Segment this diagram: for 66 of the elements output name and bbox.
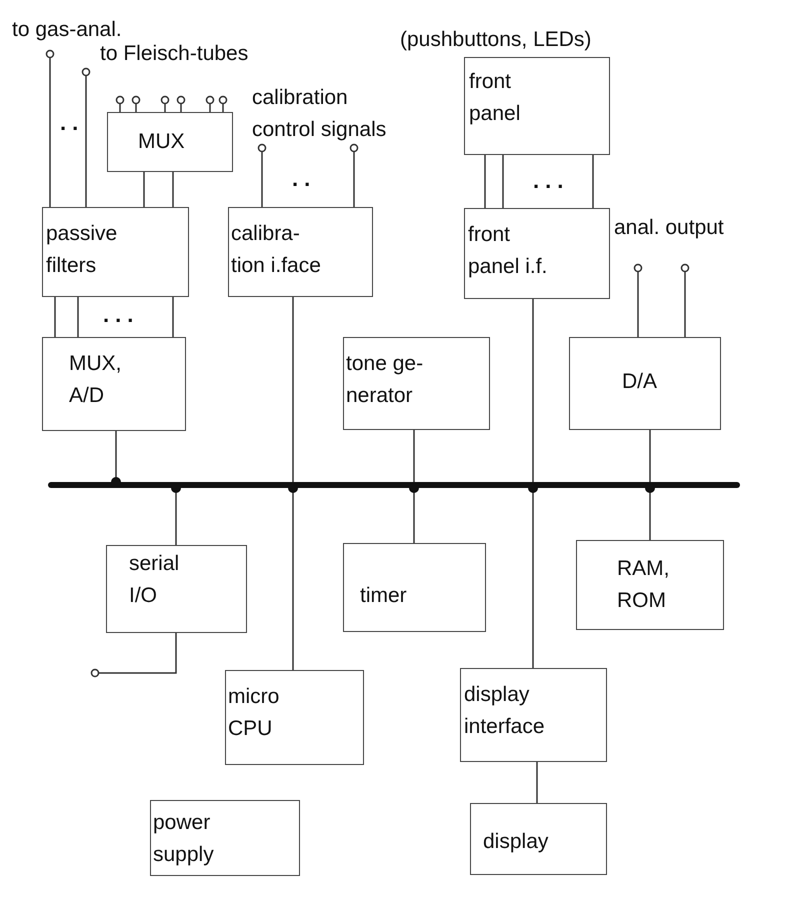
- block-box: [150, 800, 300, 876]
- block-label: front panel i.f.: [468, 222, 548, 280]
- block-label: passive filters: [46, 221, 118, 279]
- block-label: calibra- tion i.face: [231, 221, 322, 279]
- block-box: [464, 57, 610, 155]
- block-label: display interface: [464, 682, 546, 740]
- connector-line: [218, 96, 228, 112]
- connector-line: [350, 144, 358, 207]
- block-label: display: [483, 829, 550, 855]
- connector-line: [634, 264, 642, 337]
- block-box: [107, 112, 233, 172]
- block-box: [42, 337, 186, 431]
- ellipsis-dots: ..: [60, 112, 84, 134]
- connector-line: [292, 297, 294, 482]
- block-label: D/A: [622, 369, 658, 395]
- block-label: front panel: [469, 69, 522, 127]
- connector-line: [77, 297, 79, 337]
- signal-label: to Fleisch-tubes: [100, 41, 250, 67]
- block-box: [576, 540, 724, 630]
- connector-line: [502, 155, 504, 208]
- connector-line: [484, 155, 486, 208]
- signal-label: calibration control signals: [252, 85, 388, 143]
- connector-line: [172, 297, 174, 337]
- block-box: [343, 337, 490, 430]
- block-label: MUX: [138, 129, 186, 155]
- connector-line: [82, 68, 90, 207]
- block-box: [228, 207, 373, 297]
- connector-line: [172, 172, 174, 207]
- block-label: power supply: [153, 810, 215, 868]
- block-box: [106, 545, 247, 633]
- block-box: [225, 670, 364, 765]
- block-box: [470, 803, 607, 875]
- signal-label: anal. output: [614, 215, 725, 241]
- block-label: serial I/O: [129, 551, 180, 609]
- block-label: timer: [360, 583, 408, 609]
- ellipsis-dots: ..: [292, 168, 316, 190]
- connector-line: [132, 96, 140, 112]
- connector-line: [90, 633, 177, 678]
- connector-line: [160, 96, 170, 112]
- ellipsis-dots: ...: [533, 170, 570, 192]
- block-label: RAM, ROM: [617, 556, 670, 614]
- connector-line: [532, 299, 534, 482]
- block-label: micro CPU: [228, 684, 280, 742]
- ellipsis-dots: ...: [103, 304, 140, 326]
- connector-line: [116, 96, 124, 112]
- signal-label: to gas-anal.: [12, 17, 123, 43]
- block-box: [42, 207, 189, 297]
- block-box: [343, 543, 486, 632]
- block-box: [464, 208, 610, 299]
- block-label: tone ge- nerator: [346, 351, 424, 409]
- connector-line: [680, 264, 690, 337]
- block-box: [460, 668, 607, 762]
- connector-line: [143, 172, 145, 207]
- connector-line: [258, 144, 266, 207]
- note-label: (pushbuttons, LEDs): [400, 27, 592, 53]
- connector-line: [206, 96, 214, 112]
- bus-bar: [48, 482, 740, 488]
- connector-line: [54, 297, 56, 337]
- connector-line: [536, 762, 538, 803]
- connector-line: [176, 96, 186, 112]
- block-label: MUX, A/D: [69, 351, 122, 409]
- connector-line: [592, 155, 594, 208]
- connector-line: [46, 50, 54, 207]
- connector-line: [649, 430, 651, 482]
- connector-line: [413, 430, 415, 482]
- block-box: [569, 337, 721, 430]
